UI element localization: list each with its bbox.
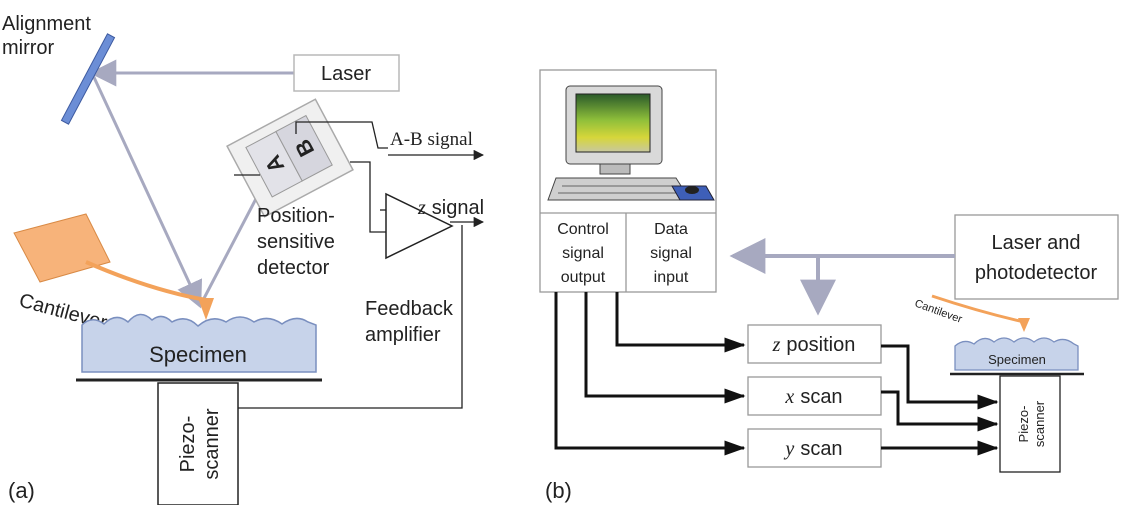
feedback-amplifier-icon xyxy=(385,192,454,260)
specimen-label: Specimen xyxy=(149,342,247,367)
small-piezo-scanner-box xyxy=(999,375,1061,473)
small-specimen-label: Specimen xyxy=(988,352,1046,367)
small-specimen-block xyxy=(954,337,1079,371)
control-wires xyxy=(554,292,999,456)
cantilever-icon xyxy=(13,213,214,320)
small-cantilever-label: Cantilever xyxy=(913,298,964,326)
detector-wires xyxy=(234,121,485,409)
small-cantilever-icon xyxy=(931,294,1030,332)
small-piezo-scanner-label: Piezo-scanner xyxy=(1016,400,1047,447)
panel-b-label: (b) xyxy=(545,478,572,503)
piezo-scanner-label: Piezo-scanner xyxy=(177,408,223,479)
y-scan-box xyxy=(747,428,882,468)
x-scan-box xyxy=(747,376,882,416)
ab-signal-label: A-B signal xyxy=(390,129,473,150)
position-sensitive-detector: A B xyxy=(226,98,354,218)
laser-box xyxy=(293,54,400,92)
z-position-box xyxy=(747,324,882,364)
panel-a-label: (a) xyxy=(8,478,35,503)
laser-photodetector-box xyxy=(954,214,1119,300)
computer-icon xyxy=(547,85,715,201)
data-signal-arrows xyxy=(729,238,955,316)
alignment-mirror-icon xyxy=(60,33,116,125)
laser-label: Laser xyxy=(321,63,371,85)
specimen-block xyxy=(81,313,317,373)
